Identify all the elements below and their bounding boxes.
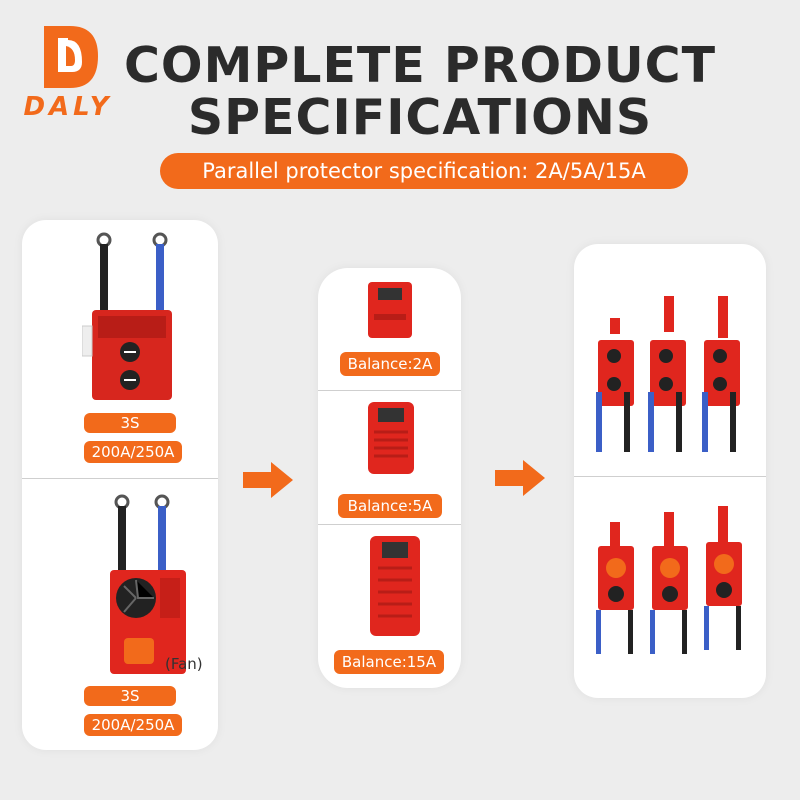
middle-divider-1 (318, 390, 461, 391)
right-divider (574, 476, 766, 477)
middle-divider-2 (318, 524, 461, 525)
arrow-right-icon (243, 462, 293, 498)
bms-fan-image (110, 494, 186, 674)
fan-note: (Fan) (165, 655, 203, 673)
bms-fan-series: 3S (84, 686, 176, 706)
subtitle-banner: Parallel protector specification: 2A/5A/… (160, 153, 688, 189)
bms-standard-image (82, 232, 172, 400)
balance-panel: Balance:2A Balance:5A Balance:15A (318, 268, 461, 688)
assembly-panel (574, 244, 766, 698)
balance-2a-label: Balance:2A (340, 352, 440, 376)
logo-text: DALY (23, 92, 113, 122)
bms-fan-current: 200A/250A (84, 714, 182, 736)
parallel-bms-assembly-image (596, 296, 740, 452)
page-title: COMPLETE PRODUCT SPECIFICATIONS (120, 40, 720, 144)
parallel-fan-bms-assembly-image (596, 506, 742, 654)
title-line-2: SPECIFICATIONS (187, 89, 653, 146)
arrow-right-icon (495, 460, 545, 496)
daly-logo: DALY (18, 26, 118, 126)
left-divider (22, 478, 218, 479)
balance-15a-image (370, 536, 420, 636)
bms-standard-series: 3S (84, 413, 176, 433)
balance-2a-image (368, 282, 412, 338)
title-line-1: COMPLETE PRODUCT (123, 37, 717, 94)
daly-logo-mark (44, 26, 98, 88)
balance-15a-label: Balance:15A (334, 650, 444, 674)
bms-standard-current: 200A/250A (84, 441, 182, 463)
balance-5a-image (368, 402, 414, 474)
bms-panel: 3S 200A/250A (Fan) 3S 200A/250A (22, 220, 218, 750)
balance-5a-label: Balance:5A (338, 494, 442, 518)
